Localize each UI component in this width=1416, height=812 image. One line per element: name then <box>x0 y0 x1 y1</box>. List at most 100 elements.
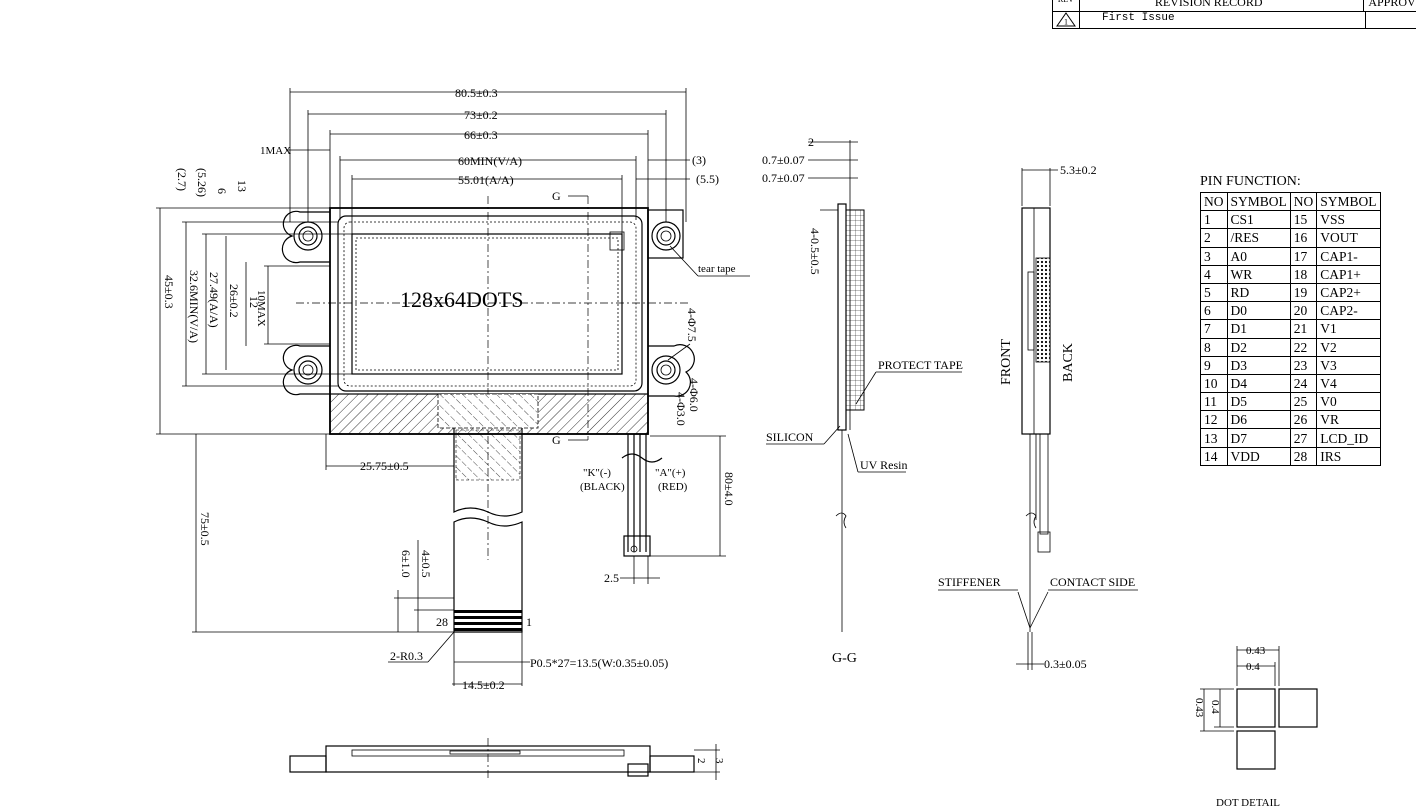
dim-bottom-2: 2 <box>695 758 707 764</box>
pin-number-cell: 23 <box>1289 355 1318 375</box>
ear-bottom-left <box>282 344 330 396</box>
dim-pitch: P0.5*27=13.5(W:0.35±0.05) <box>530 656 668 670</box>
gg-dim-2: 2 <box>808 135 814 149</box>
section-marks: G G <box>552 189 589 447</box>
pin-number-cell: 5 <box>1200 282 1228 303</box>
dim-right-3: (3) <box>692 153 706 167</box>
led-wires <box>621 434 663 557</box>
pin-symbol-cell: CAP1- <box>1316 246 1381 266</box>
protect-tape-label: PROTECT TAPE <box>878 358 963 372</box>
pin-symbol-cell: D2 <box>1226 337 1291 357</box>
pin-number-cell: 16 <box>1289 228 1318 248</box>
dim-fpc-offset: 25.75±0.5 <box>360 459 409 473</box>
section-mark-bottom: G <box>552 433 561 447</box>
pin-number-cell: 10 <box>1200 373 1228 394</box>
pin-symbol-cell: VR <box>1316 410 1381 430</box>
pin-number-cell: 27 <box>1289 428 1318 448</box>
width-dimensions: 80.5±0.3 73±0.2 66±0.3 60MIN(V/A) 55.01(… <box>260 86 719 234</box>
pin-28-label: 28 <box>436 615 448 629</box>
pin-number-cell: 25 <box>1289 392 1318 412</box>
header-no-1: NO <box>1200 191 1228 212</box>
dim-active-area-width: 55.01(A/A) <box>458 173 514 187</box>
pin-symbol-cell: V4 <box>1316 373 1381 394</box>
revision-record-header: REVISION RECORD <box>1080 0 1365 11</box>
pin-symbol-cell: A0 <box>1226 246 1291 266</box>
pin-symbol-cell: VDD <box>1226 446 1291 466</box>
dim-27: (2.7) <box>175 168 189 191</box>
fpc-stiffener <box>455 429 521 481</box>
dim-radius: 2-R0.3 <box>390 649 423 663</box>
revision-record-table: REV REVISION RECORD APPROVE 1 First Issu… <box>1052 0 1416 29</box>
dim-wire-length: 80±4.0 <box>722 472 736 506</box>
dim-viewing-area-height: 32.6MIN(V/A) <box>187 270 201 343</box>
rev-triangle-mark: 1 <box>1053 12 1080 28</box>
pin-number-cell: 17 <box>1289 246 1318 266</box>
ear-top-left <box>281 210 330 264</box>
pin-number-cell: 7 <box>1200 319 1228 339</box>
hole-callout-30: 4-Φ3.0 <box>674 392 688 426</box>
pin-number-cell: 28 <box>1289 446 1318 466</box>
pin-number-cell: 6 <box>1200 301 1228 321</box>
header-no-2: NO <box>1289 191 1318 212</box>
dim-right-55: (5.5) <box>696 172 719 186</box>
pin-symbol-cell: D7 <box>1226 428 1291 448</box>
pin-number-cell: 4 <box>1200 264 1228 284</box>
bottom-view: 2 3 <box>289 738 725 780</box>
pin-symbol-cell: D4 <box>1226 373 1291 394</box>
dim-viewing-area-width: 60MIN(V/A) <box>458 154 522 168</box>
back-label: BACK <box>1061 343 1076 382</box>
pin-symbol-cell: /RES <box>1226 228 1291 248</box>
pin-symbol-cell: V3 <box>1316 355 1381 375</box>
silicon-label: SILICON <box>766 430 814 444</box>
pin-symbol-cell: VOUT <box>1316 228 1381 248</box>
active-area <box>351 233 623 375</box>
pin-symbol-cell: CS1 <box>1226 210 1291 230</box>
dim-height-overall: 45±0.3 <box>162 275 176 309</box>
gg-dim-405: 4-0.5±0.5 <box>808 228 822 275</box>
pin-symbol-cell: D3 <box>1226 355 1291 375</box>
wire-a-color: (RED) <box>658 481 688 493</box>
pin-symbol-cell: D6 <box>1226 410 1291 430</box>
pin-symbol-cell: D5 <box>1226 392 1291 412</box>
stiffener-label: STIFFENER <box>938 575 1001 589</box>
approve-column-header: APPROVE <box>1368 0 1416 9</box>
dim-hole-vertical-pitch: 26±0.2 <box>227 284 241 318</box>
header-symbol-2: SYMBOL <box>1316 191 1381 212</box>
dim-526: (5.26) <box>195 168 209 197</box>
active-area-border <box>343 221 637 387</box>
pin-symbol-cell: IRS <box>1316 446 1381 466</box>
wire-a-label: "A"(+) <box>655 467 686 479</box>
pin-symbol-cell: V2 <box>1316 337 1381 357</box>
section-gg-view: 2 0.7±0.07 0.7±0.07 4-0.5±0.5 PROTECT TA… <box>762 135 963 666</box>
pin-number-cell: 2 <box>1200 228 1228 248</box>
uv-resin-label: UV Resin <box>860 458 907 472</box>
header-symbol-1: SYMBOL <box>1226 191 1291 212</box>
dim-tail-4: 4±0.5 <box>419 550 433 578</box>
dot-matrix-border <box>355 237 619 371</box>
pin-symbol-cell: V0 <box>1316 392 1381 412</box>
pin-number-cell: 3 <box>1200 246 1228 266</box>
dim-hole-pitch: 73±0.2 <box>464 108 498 122</box>
dim-13: 13 <box>235 180 249 192</box>
pin-symbol-cell: RD <box>1226 282 1291 303</box>
dot-width-pitch: 0.43 <box>1246 645 1266 657</box>
pin-1-label: 1 <box>526 615 532 629</box>
dim-10max: 10MAX <box>255 290 267 327</box>
height-dimensions: 45±0.3 32.6MIN(V/A) 27.49(A/A) 26±0.2 12… <box>156 168 352 435</box>
dim-active-area-height: 27.49(A/A) <box>207 272 221 328</box>
hole-callout-75: 4-Φ7.5 <box>685 308 699 342</box>
dim-6: 6 <box>215 188 229 194</box>
pin-symbol-cell: D0 <box>1226 301 1291 321</box>
pin-symbol-cell: VSS <box>1316 210 1381 230</box>
